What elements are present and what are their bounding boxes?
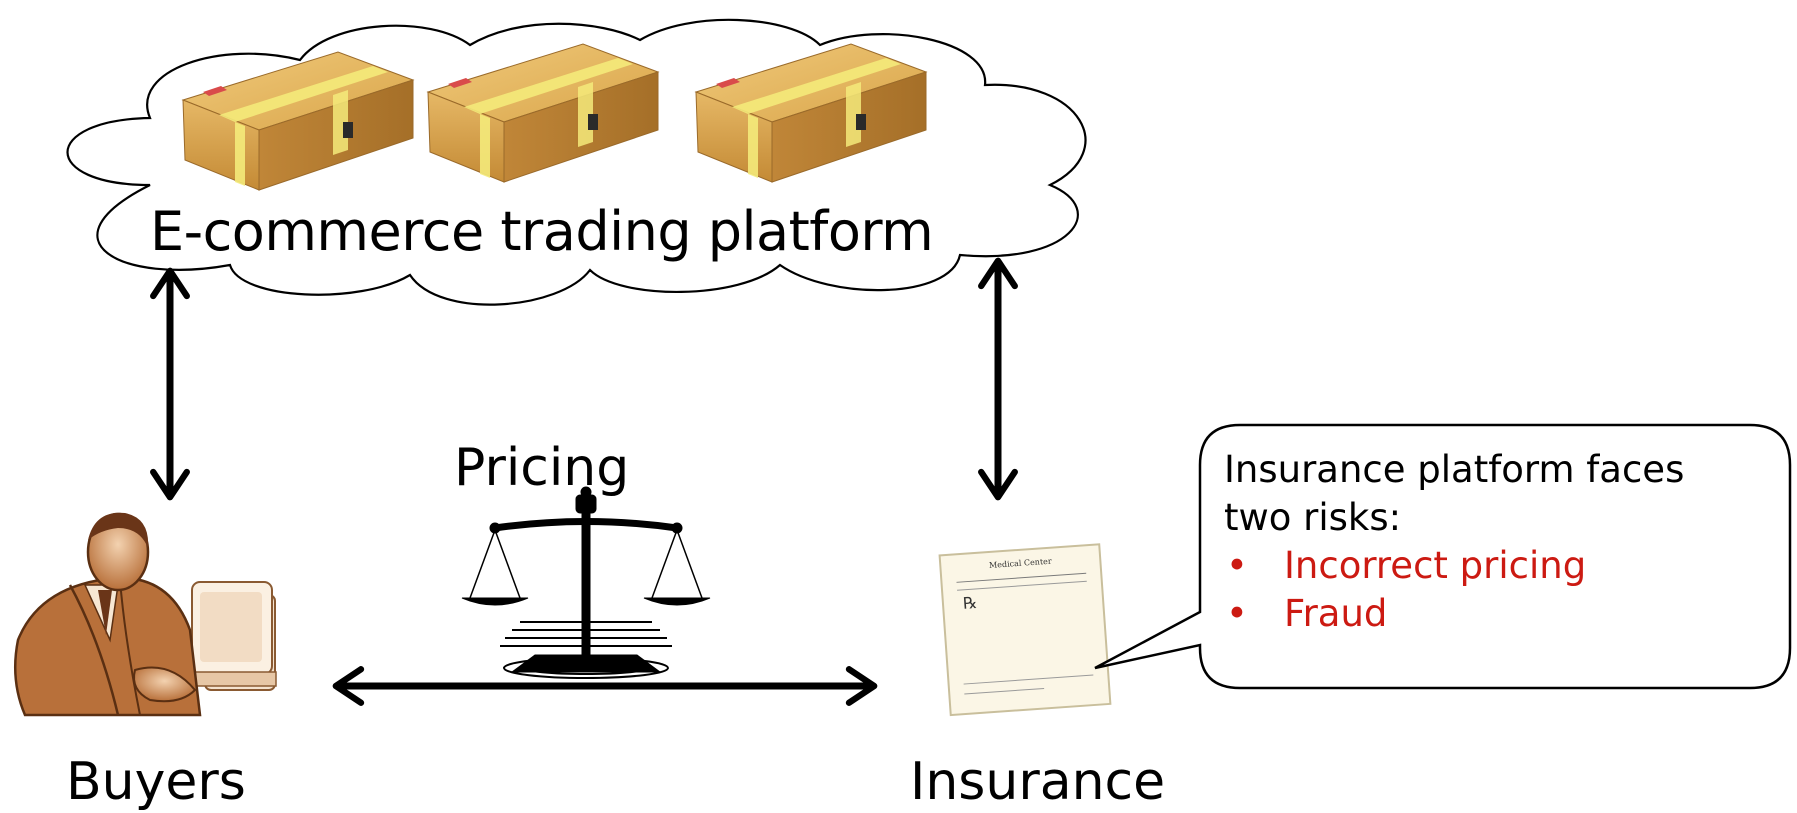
callout-text: Insurance platform faces two risks: Inco… — [1224, 446, 1744, 638]
scale-icon — [461, 486, 711, 679]
platform-label: E-commerce trading platform — [150, 200, 934, 263]
callout-line-2: two risks: — [1224, 496, 1402, 539]
pricing-label: Pricing — [454, 438, 630, 498]
risk-item-incorrect-pricing: Incorrect pricing — [1224, 542, 1744, 590]
insurance-label: Insurance — [910, 752, 1166, 812]
package-icon — [426, 43, 660, 183]
insurance-document-icon — [938, 543, 1112, 717]
package-icon — [694, 43, 928, 183]
callout-line-1: Insurance platform faces — [1224, 448, 1685, 491]
rx-symbol: ℞ — [962, 593, 978, 613]
buyers-label: Buyers — [66, 752, 246, 812]
buyer-person-icon — [13, 512, 277, 717]
package-icon — [181, 51, 415, 191]
risk-item-fraud: Fraud — [1224, 590, 1744, 638]
risk-list: Incorrect pricing Fraud — [1224, 542, 1744, 638]
document-header: Medical Center — [989, 557, 1052, 570]
